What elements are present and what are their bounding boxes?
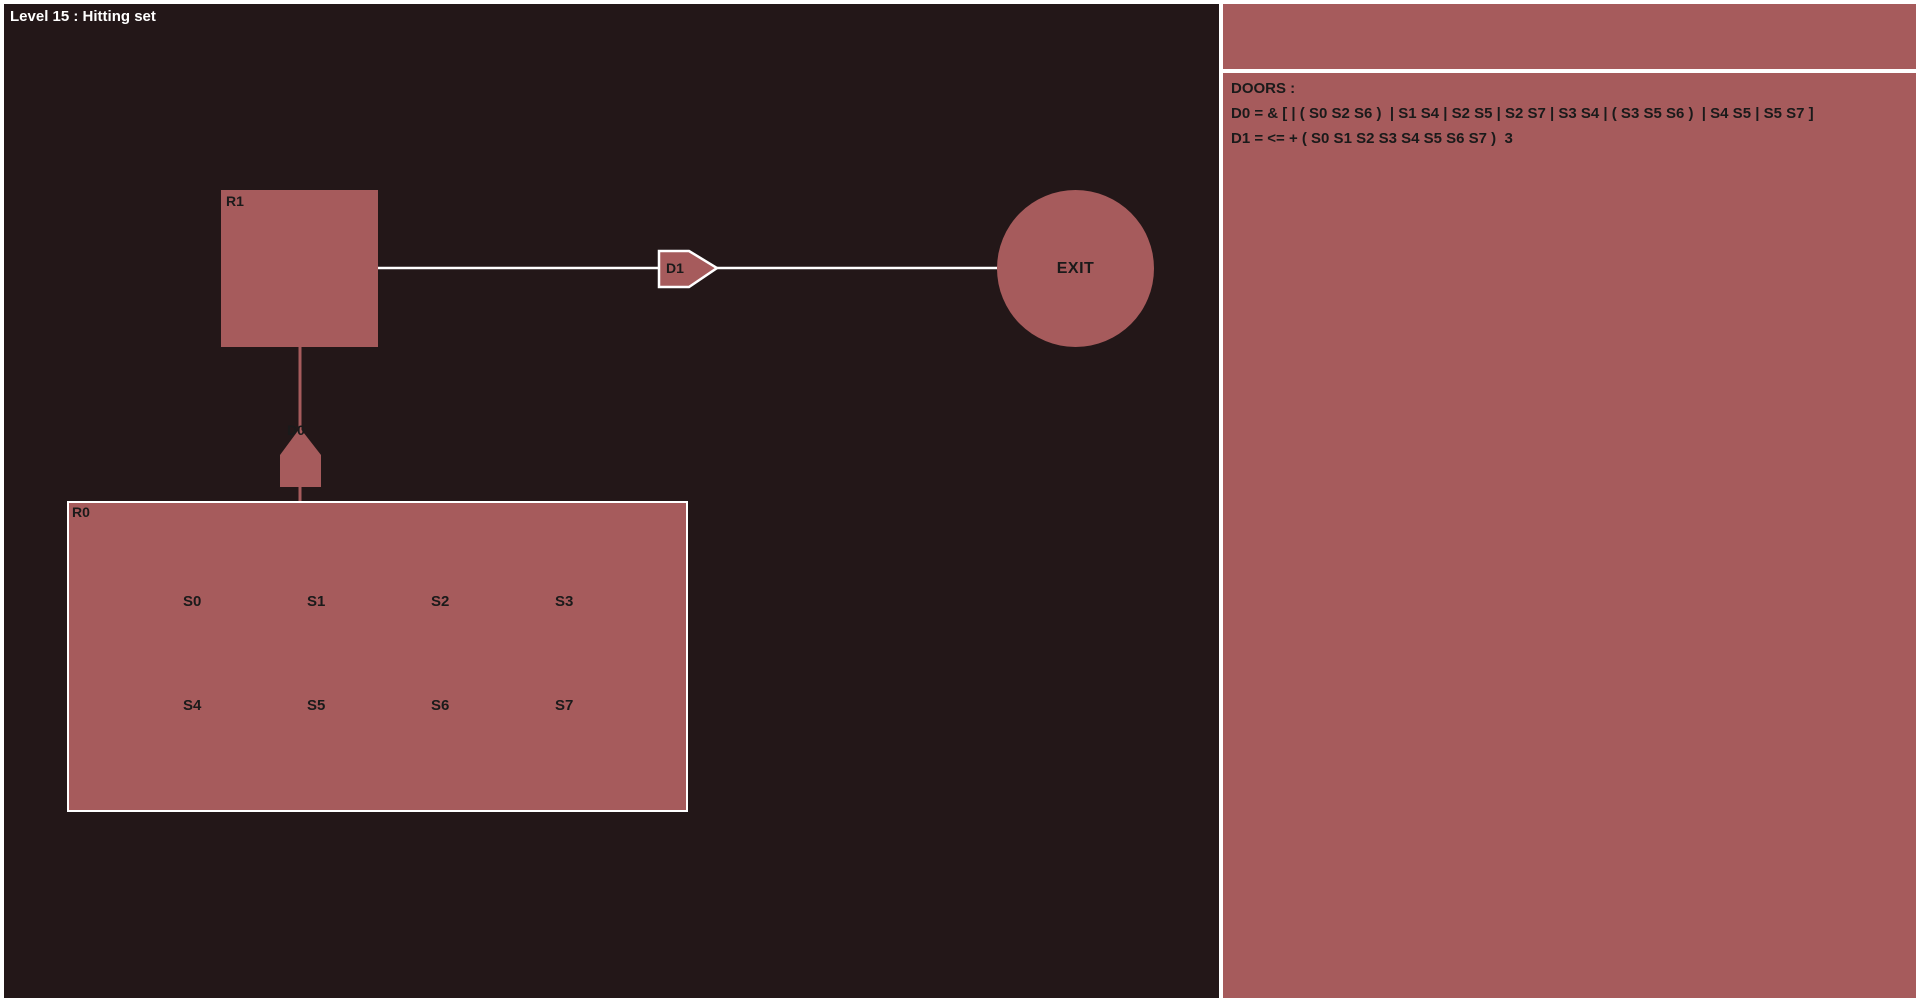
room-r0-label: R0 [72,504,90,520]
doors-heading: DOORS : [1231,80,1296,97]
switch-s1[interactable]: S1 [307,593,326,610]
room-r0[interactable]: R0 S0 S1 S2 S3 S4 S5 S6 S7 [67,501,688,812]
exit-label: EXIT [1056,259,1095,277]
switch-s4[interactable]: S4 [183,697,202,714]
switch-s3[interactable]: S3 [555,593,574,610]
switch-s7[interactable]: S7 [555,697,574,714]
exit-room[interactable]: EXIT [997,190,1154,347]
switch-s2[interactable]: S2 [431,593,450,610]
room-r1-label: R1 [226,193,244,209]
level-title: Level 15 : Hitting set [10,8,156,25]
info-panel-top [1223,4,1916,69]
door-d1-shape[interactable] [657,249,720,289]
door-definition-d0: D0 = & [ | ( S0 S2 S6 ) | S1 S4 | S2 S5 … [1231,105,1814,122]
switch-s0[interactable]: S0 [183,593,202,610]
connector-lines [280,249,997,501]
door-d0-shape[interactable] [280,428,321,487]
game-board: Level 15 : Hitting set D1 D0 R1 EXIT R0 … [4,4,1219,998]
door-definition-d1: D1 = <= + ( S0 S1 S2 S3 S4 S5 S6 S7 ) 3 [1231,130,1513,147]
switch-s6[interactable]: S6 [431,697,450,714]
switch-s5[interactable]: S5 [307,697,326,714]
room-r1[interactable]: R1 [221,190,378,347]
doors-panel: DOORS : D0 = & [ | ( S0 S2 S6 ) | S1 S4 … [1223,73,1916,998]
